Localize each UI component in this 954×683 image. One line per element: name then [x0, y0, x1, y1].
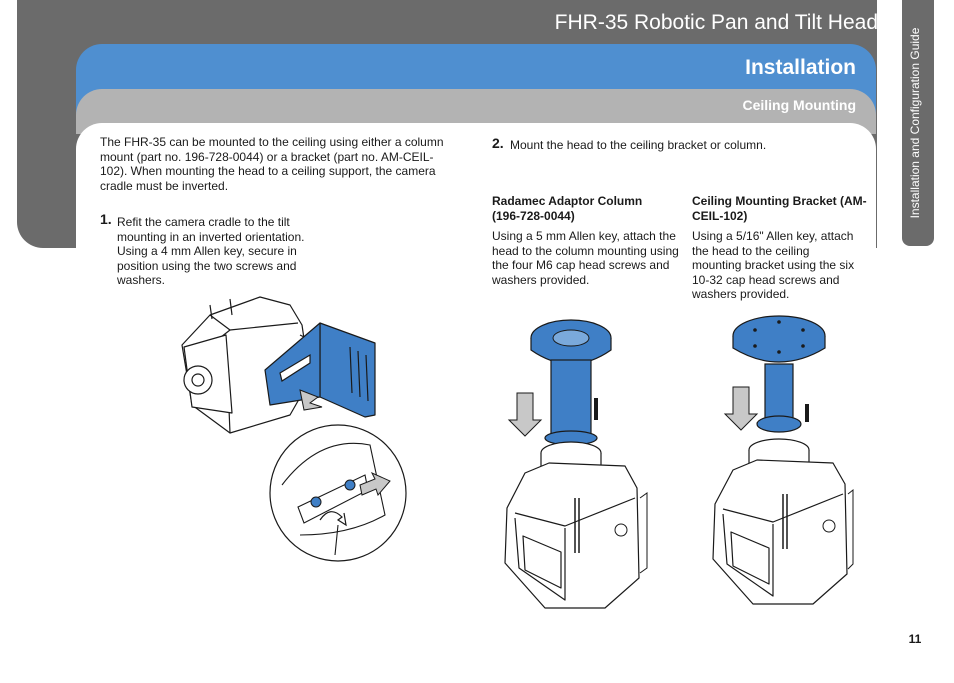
- cradle-illustration: [181, 296, 407, 562]
- bracket-mount-title: Ceiling Mounting Bracket (AM-CEIL-102): [692, 194, 867, 223]
- page-number: 11: [908, 632, 922, 646]
- document-title: FHR-35 Robotic Pan and Tilt Head: [554, 11, 878, 34]
- bracket-mount-text: Using a 5/16" Allen key, attach the head…: [692, 229, 855, 301]
- step2-text: Mount the head to the ceiling bracket or…: [510, 138, 767, 152]
- step1-text: Refit the camera cradle to the tilt moun…: [117, 215, 305, 287]
- column-mount-title: Radamec Adaptor Column (196-728-0044): [492, 194, 643, 223]
- step2-number: 2.: [492, 135, 504, 151]
- column-mount-text: Using a 5 mm Allen key, attach the head …: [492, 229, 679, 287]
- side-tab-label: Installation and Configuration Guide: [908, 27, 922, 219]
- column-mount-illustration: [504, 319, 648, 609]
- side-tab: [902, 0, 934, 246]
- ceiling-bracket-illustration: [712, 315, 854, 605]
- subsection-title: Ceiling Mounting: [742, 97, 856, 113]
- step1-number: 1.: [100, 211, 112, 227]
- intro-paragraph: The FHR-35 can be mounted to the ceiling…: [100, 135, 444, 193]
- section-title: Installation: [745, 56, 856, 79]
